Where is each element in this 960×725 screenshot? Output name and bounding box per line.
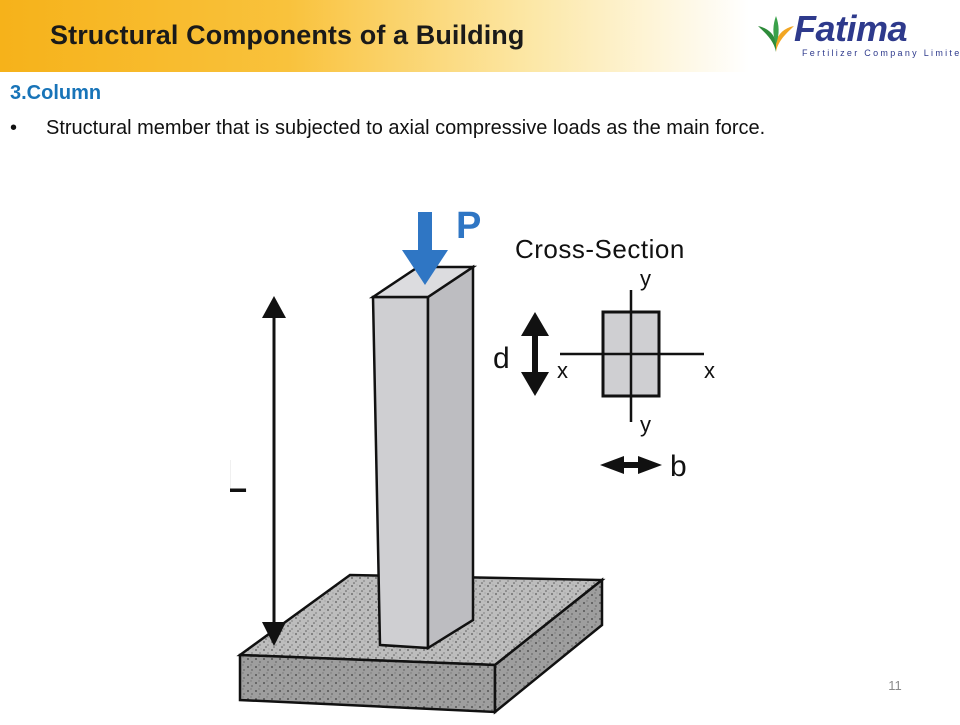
- logo-tagline: Fertilizer Company Limited: [802, 48, 960, 58]
- bullet-icon: •: [10, 117, 18, 139]
- section-heading: 3.Column: [10, 82, 102, 104]
- cross-section-drawing: [560, 290, 704, 422]
- length-dimension-arrow-icon: [262, 296, 286, 646]
- bullet-list: • Structural member that is subjected to…: [10, 114, 800, 142]
- list-item: • Structural member that is subjected to…: [10, 114, 800, 142]
- leaf-logo-icon: [758, 16, 794, 52]
- load-label: P: [456, 205, 481, 247]
- slide-title: Structural Components of a Building: [50, 20, 525, 50]
- cross-section-label: Cross-Section: [515, 234, 685, 264]
- y-axis-label-bottom: y: [640, 412, 651, 437]
- depth-label: d: [493, 342, 510, 375]
- bullet-text: Structural member that is subjected to a…: [46, 117, 766, 139]
- column-diagram: P L Cross-Section y y x x d: [222, 200, 750, 720]
- width-label: b: [670, 450, 687, 483]
- slide-header: Structural Components of a Building Fati…: [0, 0, 960, 72]
- column-member: [368, 264, 478, 651]
- x-axis-label-left: x: [557, 358, 568, 383]
- width-dimension-arrow-icon: [600, 456, 662, 474]
- y-axis-label-top: y: [640, 266, 651, 291]
- length-label: L: [230, 450, 248, 502]
- x-axis-label-right: x: [704, 358, 715, 383]
- column-diagram-svg: P L Cross-Section y y x x d: [222, 205, 715, 715]
- load-arrow-icon: [402, 212, 448, 285]
- fatima-logo: Fatima Fertilizer Company Limited: [756, 8, 960, 64]
- logo-wordmark: Fatima: [794, 8, 908, 49]
- depth-dimension-arrow-icon: [521, 312, 549, 396]
- page-number: 11: [888, 678, 902, 693]
